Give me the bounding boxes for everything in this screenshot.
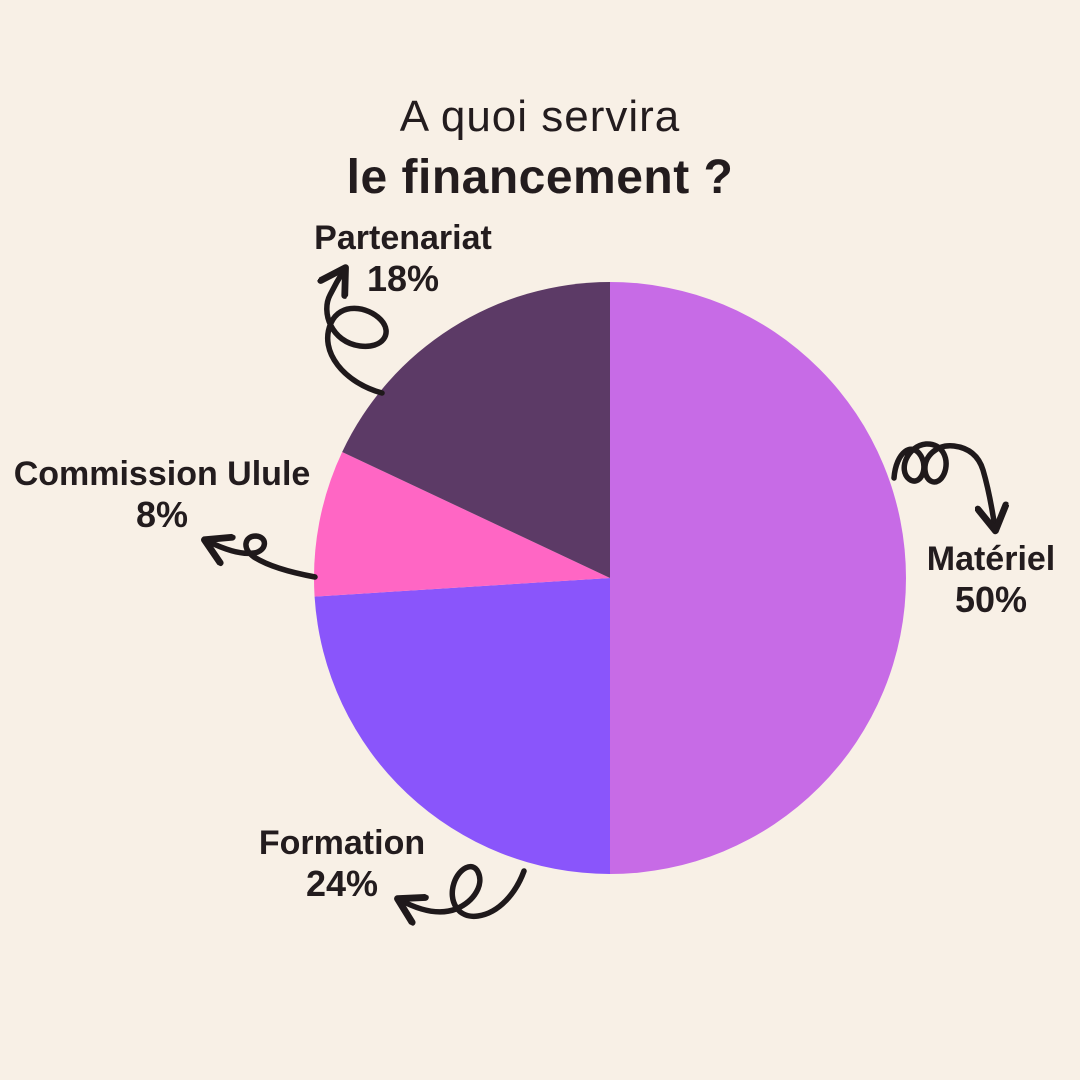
- materiel-name: Matériel: [926, 540, 1056, 578]
- pie-slice-partenariat: [342, 282, 610, 578]
- chart-title-line2: le financement ?: [346, 150, 734, 204]
- pie-slices-group: [313, 282, 906, 875]
- formation-name: Formation: [258, 824, 426, 862]
- materiel-percent: 50%: [954, 579, 1028, 621]
- label-formation: Formation 24%: [259, 824, 425, 905]
- chart-title: A quoi servira le financement ?: [0, 92, 1080, 205]
- callout-arrows-group: [207, 270, 995, 916]
- commission-ulule-percent: 8%: [135, 494, 189, 536]
- label-materiel: Matériel 50%: [927, 540, 1056, 621]
- chart-title-line1: A quoi servira: [399, 92, 681, 141]
- pie-slice-formation: [314, 578, 610, 875]
- partenariat-arrow-icon: [327, 270, 389, 396]
- pie-slice-commission-ulule: [313, 451, 610, 597]
- partenariat-name: Partenariat: [314, 219, 492, 257]
- materiel-arrow-icon: [891, 441, 995, 528]
- formation-percent: 24%: [305, 863, 379, 905]
- label-commission-ulule: Commission Ulule 8%: [14, 455, 311, 536]
- commission-ulule-arrow-icon: [207, 533, 318, 580]
- formation-arrow-icon: [400, 863, 527, 917]
- commission-ulule-name: Commission Ulule: [13, 455, 311, 493]
- partenariat-percent: 18%: [366, 258, 440, 300]
- label-partenariat: Partenariat 18%: [314, 219, 492, 300]
- pie-slice-materiel: [610, 282, 906, 874]
